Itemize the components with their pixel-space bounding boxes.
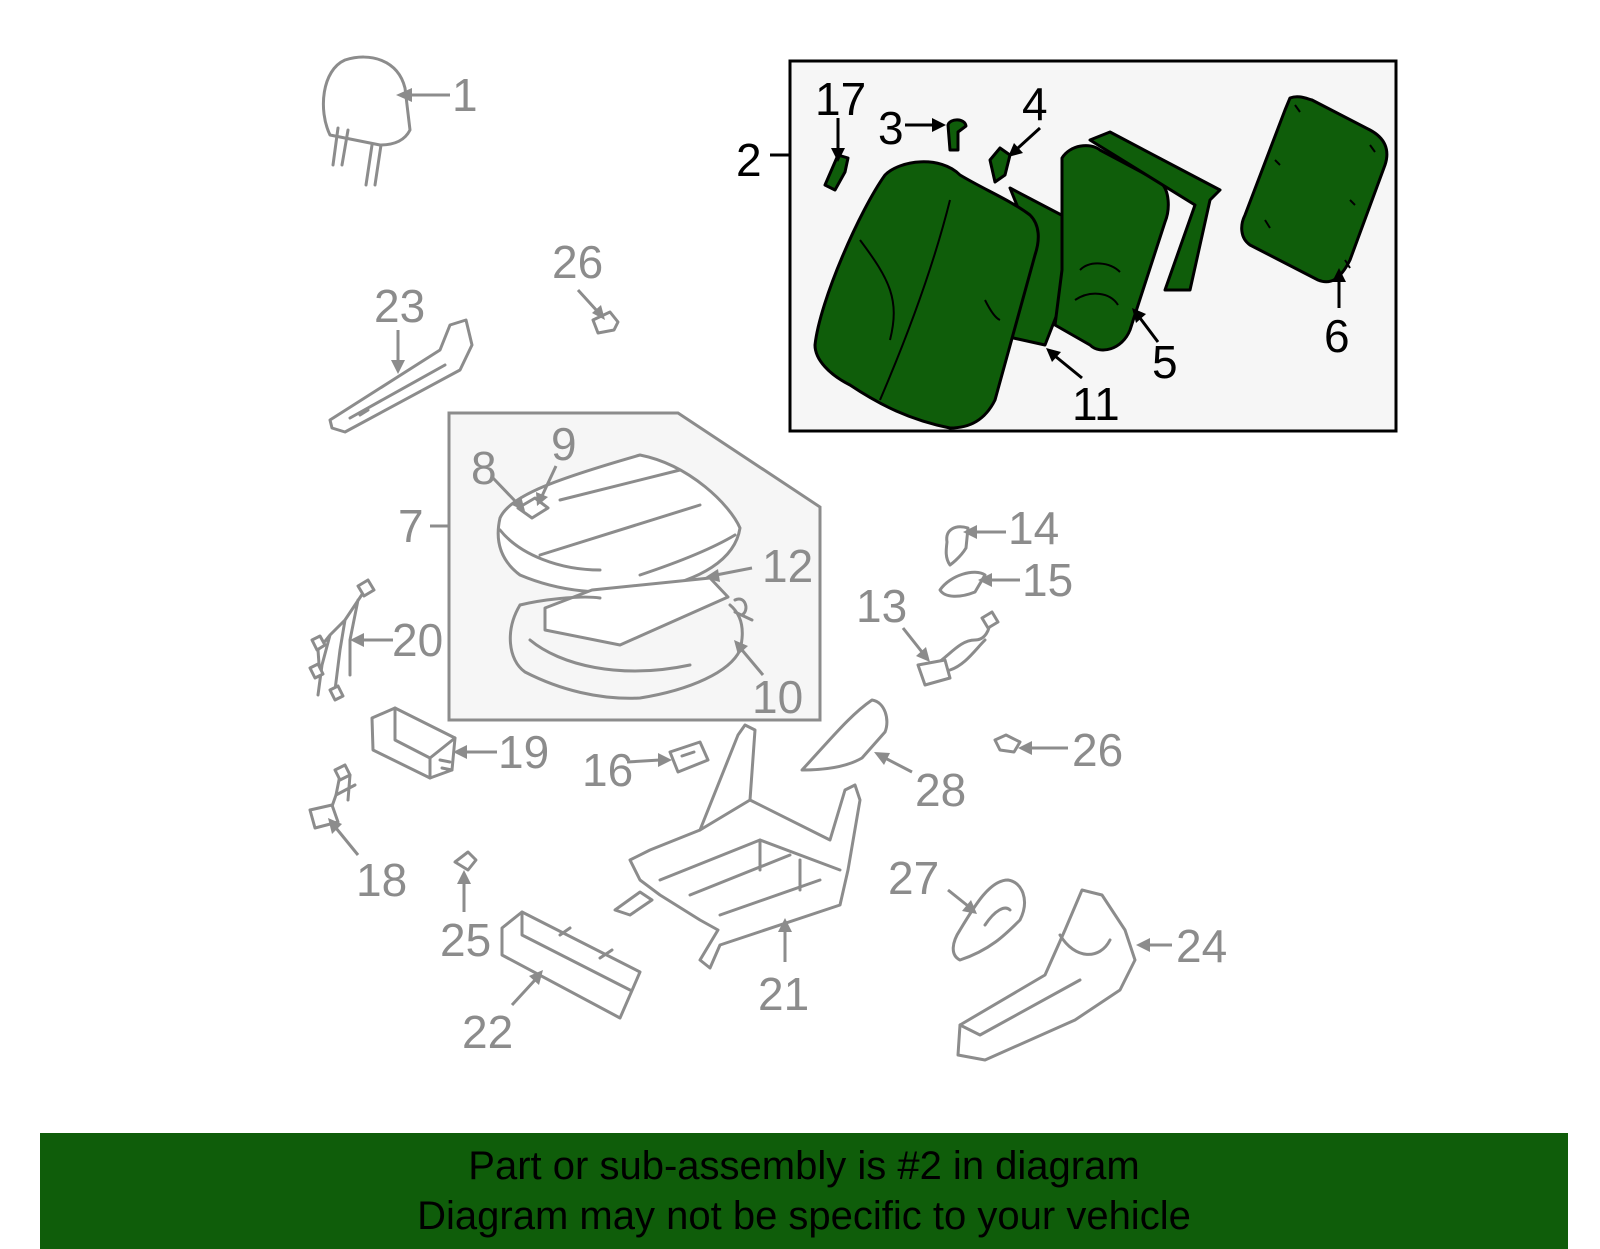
callout-1: 1 — [452, 69, 478, 121]
seat-pad-part-12[interactable] — [543, 576, 730, 647]
guide-part-4[interactable] — [988, 146, 1012, 184]
headrest-part[interactable] — [321, 55, 412, 187]
callout-17: 17 — [815, 73, 866, 125]
cushion-frame-part-10[interactable] — [508, 595, 754, 700]
callout-12: 12 — [762, 540, 813, 592]
seatback-cover-part-2[interactable] — [813, 160, 1040, 430]
callout-3: 3 — [878, 102, 904, 154]
callout-23: 23 — [374, 280, 425, 332]
callout-13: 13 — [856, 580, 907, 632]
callout-11: 11 — [1072, 378, 1120, 430]
callout-5: 5 — [1152, 336, 1178, 388]
seatback-frame-part-5[interactable] — [1053, 130, 1222, 352]
info-banner: Part or sub-assembly is #2 in diagram Di… — [40, 1133, 1568, 1249]
callout-15: 15 — [1022, 554, 1073, 606]
callout-4: 4 — [1022, 78, 1048, 130]
callout-28: 28 — [915, 764, 966, 816]
trim-part-27[interactable] — [951, 878, 1026, 962]
callout-2: 2 — [736, 134, 762, 186]
clip-part-26-right[interactable] — [993, 733, 1022, 754]
guide-part-3[interactable] — [946, 118, 968, 152]
seat-frame-part-21[interactable] — [613, 723, 862, 970]
callout-7: 7 — [398, 500, 424, 552]
callout-26-top: 26 — [552, 236, 603, 288]
callout-9: 9 — [551, 418, 577, 470]
callout-18: 18 — [356, 854, 407, 906]
switch-harness-part-18[interactable] — [308, 763, 357, 830]
control-module-part-19[interactable] — [370, 706, 457, 780]
callout-26-right: 26 — [1072, 724, 1123, 776]
bezel-part-14[interactable] — [944, 525, 970, 567]
callout-21: 21 — [758, 968, 809, 1020]
seat-parts-diagram: 1 2 3 4 5 6 7 8 9 10 11 12 13 14 15 16 1… — [308, 55, 1398, 1062]
clip-part-25[interactable] — [453, 850, 478, 872]
callout-22: 22 — [462, 1006, 513, 1058]
switch-part-16[interactable] — [668, 740, 710, 774]
rail-cover-part-22[interactable] — [500, 910, 642, 1020]
callout-25: 25 — [440, 914, 491, 966]
callout-20: 20 — [392, 614, 443, 666]
banner-line-disclaimer: Diagram may not be specific to your vehi… — [417, 1194, 1191, 1238]
back-panel-part-6[interactable] — [1240, 95, 1389, 284]
callout-8: 8 — [471, 442, 497, 494]
banner-line-part-number: Part or sub-assembly is #2 in diagram — [468, 1144, 1140, 1188]
clip-part-26-top[interactable] — [591, 310, 620, 335]
side-shield-part-24[interactable] — [956, 888, 1137, 1062]
callout-14: 14 — [1008, 502, 1059, 554]
callout-24: 24 — [1176, 920, 1227, 972]
lumbar-harness-part-13[interactable] — [916, 610, 1000, 687]
side-trim-part-23[interactable] — [328, 318, 474, 434]
callout-10: 10 — [752, 671, 803, 723]
callout-6: 6 — [1324, 310, 1350, 362]
wire-harness-part-20[interactable] — [308, 578, 376, 702]
trim-part-28[interactable] — [800, 698, 889, 772]
callout-27: 27 — [888, 852, 939, 904]
callout-16: 16 — [582, 744, 633, 796]
callout-19: 19 — [498, 726, 549, 778]
clip-part-17[interactable] — [823, 153, 850, 192]
knob-part-15[interactable] — [938, 570, 987, 598]
